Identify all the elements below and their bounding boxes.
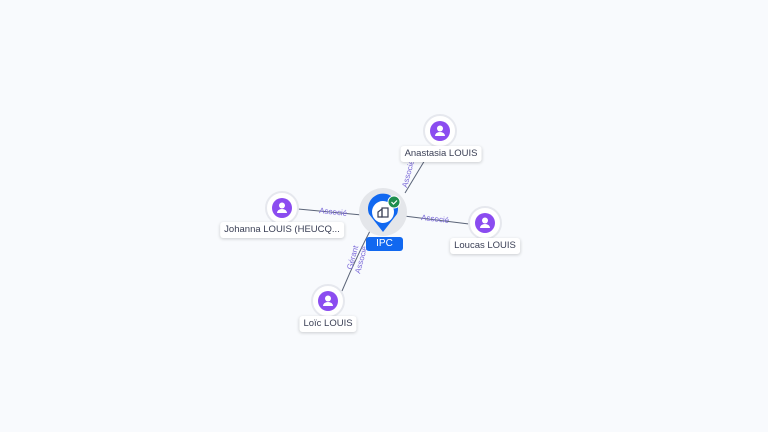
edge-label-loucas: Associé bbox=[421, 213, 450, 225]
person-label-loucas[interactable]: Loucas LOUIS bbox=[450, 238, 520, 254]
edge-johanna bbox=[297, 208, 363, 216]
person-label-loic[interactable]: Loïc LOUIS bbox=[299, 316, 357, 332]
person-node[interactable] bbox=[265, 191, 299, 225]
person-node[interactable] bbox=[468, 206, 502, 240]
company-building-icon bbox=[377, 207, 389, 218]
edge-loic bbox=[341, 228, 372, 292]
person-label-johanna[interactable]: Johanna LOUIS (HEUCQ... bbox=[220, 222, 344, 238]
verified-badge-icon bbox=[387, 195, 401, 209]
edge-loucas bbox=[403, 215, 470, 225]
center-node-label[interactable]: IPC bbox=[366, 237, 403, 251]
person-node[interactable] bbox=[311, 284, 345, 318]
edge-label-anastasia: Associé bbox=[400, 159, 416, 189]
edge-label-johanna: Associé bbox=[319, 206, 348, 218]
person-node[interactable] bbox=[423, 114, 457, 148]
person-label-anastasia[interactable]: Anastasia LOUIS bbox=[400, 146, 482, 162]
